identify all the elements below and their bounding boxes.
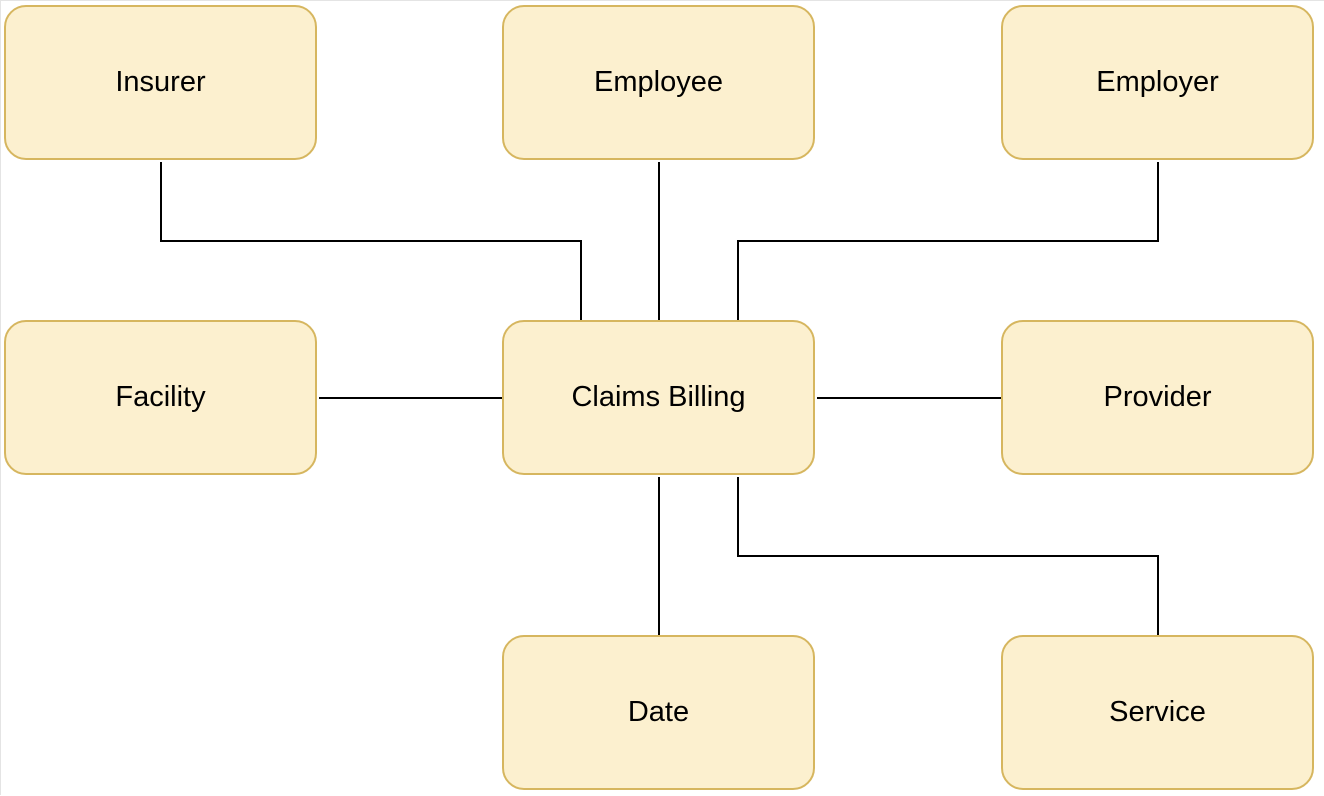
node-service-label: Service <box>1109 696 1206 728</box>
node-insurer-label: Insurer <box>115 66 206 98</box>
node-employer-label: Employer <box>1096 66 1219 98</box>
node-provider[interactable]: Provider <box>1001 320 1314 475</box>
node-facility[interactable]: Facility <box>4 320 317 475</box>
edge-service-claims <box>737 477 1159 635</box>
node-service[interactable]: Service <box>1001 635 1314 790</box>
node-date-label: Date <box>627 696 690 728</box>
node-employee[interactable]: Employee <box>502 5 815 160</box>
node-provider-label: Provider <box>1103 381 1212 413</box>
node-employer[interactable]: Employer <box>1001 5 1314 160</box>
node-date[interactable]: Date <box>502 635 815 790</box>
edge-employer-claims <box>737 162 1159 320</box>
node-employee-label: Employee <box>594 66 723 98</box>
node-facility-label: Facility <box>115 381 206 413</box>
edge-insurer-claims <box>160 162 582 320</box>
node-claims-billing[interactable]: Claims Billing <box>502 320 815 475</box>
node-insurer[interactable]: Insurer <box>4 5 317 160</box>
node-claims-billing-label: Claims Billing <box>571 381 746 413</box>
